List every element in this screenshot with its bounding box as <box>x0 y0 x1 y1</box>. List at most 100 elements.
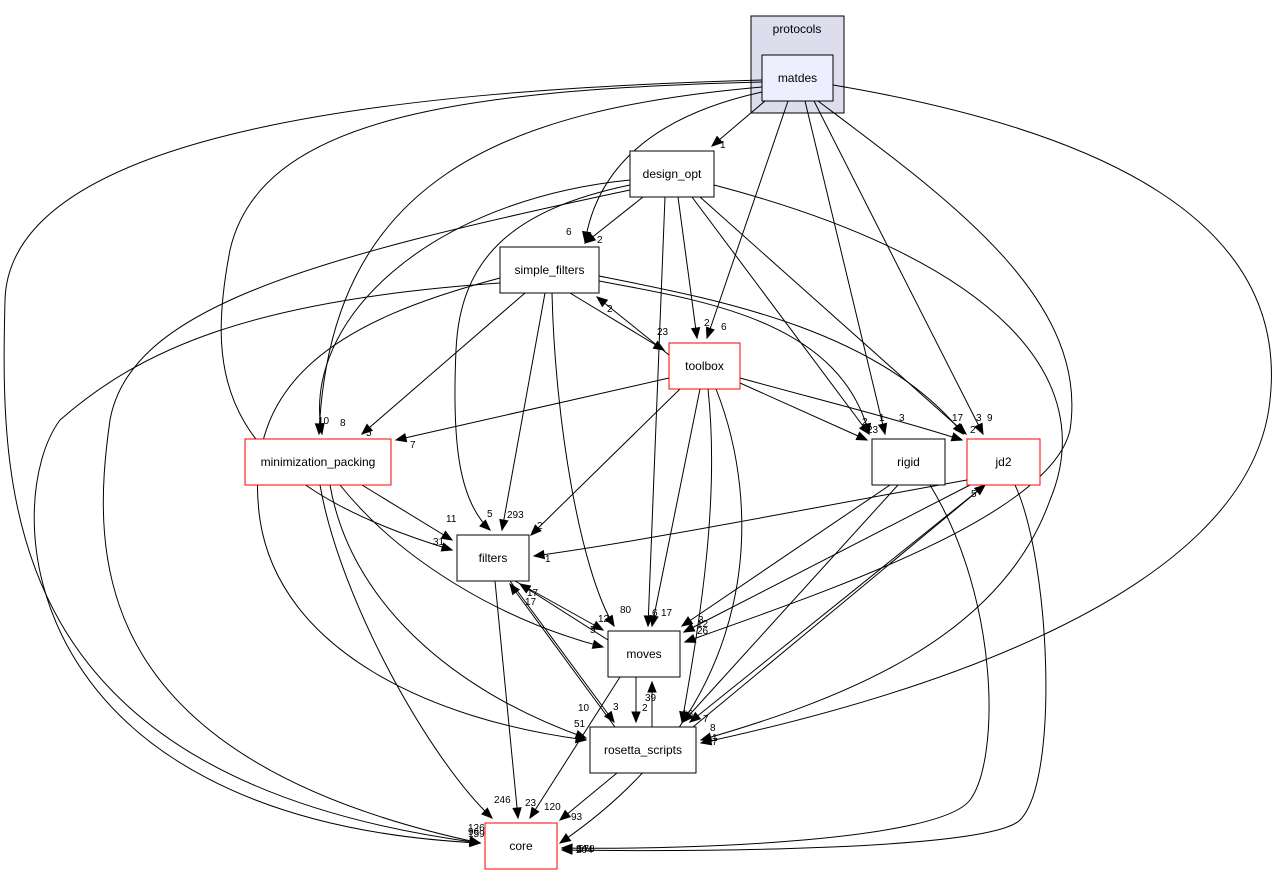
edge-label[interactable]: 23 <box>867 425 879 436</box>
edge-toolbox-to-core[interactable]: 578 <box>558 388 743 855</box>
edge-design_opt-to-filters[interactable]: 5 <box>454 184 631 531</box>
edge-label[interactable]: 2 <box>704 318 710 329</box>
edge-jd2-to-filters[interactable]: 1 <box>532 479 968 565</box>
edge-label[interactable]: 3 <box>899 413 905 424</box>
edge-label[interactable]: 2 <box>862 417 868 428</box>
edge-design_opt-to-jd2[interactable]: 3 <box>699 196 982 435</box>
edge-design_opt-to-rosetta_scripts[interactable]: 7 <box>699 184 1063 748</box>
edge-label[interactable]: 293 <box>507 510 524 521</box>
edge-simple_filters-to-minimization_packing[interactable]: 5 <box>360 292 526 439</box>
node-jd2[interactable]: jd2 <box>966 438 1041 486</box>
edge-filters-to-moves[interactable]: 12 <box>514 580 610 631</box>
edge-toolbox-to-rosetta_scripts[interactable]: 16 <box>679 388 713 724</box>
edge-label[interactable]: 39 <box>645 693 657 704</box>
edge-simple_filters-to-toolbox[interactable]: 23 <box>569 292 669 351</box>
edge-label[interactable]: 31 <box>433 537 445 548</box>
edge-label[interactable]: 3 <box>698 615 704 626</box>
edge-moves-to-filters[interactable]: 17 <box>518 583 609 641</box>
edge-label[interactable]: 9 <box>987 413 993 424</box>
edge-toolbox-to-jd2[interactable]: 2 <box>739 377 976 442</box>
node-filters[interactable]: filters <box>456 534 530 582</box>
edge-toolbox-to-moves[interactable]: 17 <box>649 388 701 628</box>
edge-label[interactable]: 578 <box>578 844 595 855</box>
edge-label[interactable]: 1268 <box>468 823 491 834</box>
edge-toolbox-to-rigid[interactable]: 23 <box>739 382 879 441</box>
edge-rosetta_scripts-to-filters[interactable]: 17 <box>509 582 616 728</box>
edge-label[interactable]: 17 <box>525 597 537 608</box>
edge-filters-to-core[interactable]: 23 <box>494 580 537 820</box>
edge-label[interactable]: 120 <box>544 802 561 813</box>
edge-label[interactable]: 96 <box>468 827 480 838</box>
edge-label[interactable]: 23 <box>525 798 537 809</box>
edge-label[interactable]: 93 <box>571 812 583 823</box>
edge-label[interactable]: 5 <box>366 428 372 439</box>
edge-label[interactable]: 2 <box>607 304 613 315</box>
edge-toolbox-to-filters[interactable]: 2 <box>530 388 681 536</box>
edge-label[interactable]: 2 <box>597 235 603 246</box>
edge-toolbox-to-minimization_packing[interactable]: 7 <box>394 377 670 451</box>
edge-label[interactable]: 12 <box>598 614 610 625</box>
edge-label[interactable]: 10 <box>578 703 590 714</box>
node-matdes[interactable]: matdes <box>761 54 834 102</box>
edge-matdes-to-simple_filters[interactable]: 6 <box>566 91 763 244</box>
edge-label[interactable]: 26 <box>697 626 709 637</box>
edge-label[interactable]: 6 <box>721 322 727 333</box>
edge-simple_filters-to-rigid[interactable]: 1 <box>598 280 885 436</box>
node-design-opt[interactable]: design_opt <box>629 150 715 198</box>
edge-label[interactable]: 2 <box>970 425 976 436</box>
edge-label[interactable]: 17 <box>527 588 539 599</box>
edge-jd2-to-core[interactable]: 84 <box>560 484 1047 855</box>
edge-jd2-to-rosetta_scripts[interactable]: 8 <box>688 484 986 734</box>
edge-simple_filters-to-rosetta_scripts[interactable]: 51 <box>256 277 588 744</box>
edge-design_opt-to-minimization_packing[interactable]: 8 <box>315 179 631 436</box>
edge-label[interactable]: 1 <box>545 554 551 565</box>
edge-matdes-to-jd2[interactable]: 9 <box>813 100 993 436</box>
edge-rigid-to-moves[interactable]: 12 <box>680 484 891 630</box>
edge-design_opt-to-moves[interactable]: 6 <box>643 196 666 628</box>
edge-minimization_packing-to-filters[interactable]: 11 <box>361 484 457 541</box>
edge-rosetta_scripts-to-jd2[interactable]: 5 <box>692 484 987 728</box>
edge-label[interactable]: 2 <box>537 521 543 532</box>
edge-label[interactable]: 51 <box>574 719 586 730</box>
edge-label[interactable]: 1590 <box>468 829 491 840</box>
edge-design_opt-to-toolbox[interactable]: 2 <box>677 196 710 340</box>
edge-minimization_packing-to-core[interactable]: 246 <box>319 484 511 819</box>
node-moves[interactable]: moves <box>607 630 681 678</box>
node-rosetta-scripts[interactable]: rosetta_scripts <box>589 726 697 774</box>
edge-label[interactable]: 17 <box>952 413 964 424</box>
edge-label[interactable]: 3 <box>976 413 982 424</box>
node-simple-filters[interactable]: simple_filters <box>499 246 600 294</box>
edge-label[interactable]: 84 <box>576 844 588 855</box>
node-toolbox[interactable]: toolbox <box>668 342 741 390</box>
edge-design_opt-to-simple_filters[interactable]: 2 <box>583 196 644 246</box>
edge-label[interactable]: 1 <box>720 140 726 151</box>
edge-label[interactable]: 11 <box>446 514 457 525</box>
edge-label[interactable]: 5 <box>487 509 493 520</box>
edge-matdes-to-rigid[interactable]: 3 <box>804 100 905 436</box>
edge-simple_filters-to-moves[interactable]: 80 <box>551 292 632 628</box>
edge-jd2-to-moves[interactable]: 3 <box>682 484 971 633</box>
edge-label[interactable]: 5 <box>971 489 977 500</box>
edge-label[interactable]: 17 <box>661 608 673 619</box>
edge-label[interactable]: 2 <box>642 703 648 714</box>
edge-label[interactable]: 7 <box>703 714 709 725</box>
edge-label[interactable]: 8 <box>340 418 346 429</box>
edge-label[interactable]: 3 <box>613 702 619 713</box>
edge-rigid-to-rosetta_scripts[interactable]: 7 <box>682 484 899 725</box>
edge-label[interactable]: 80 <box>620 605 632 616</box>
edge-moves-to-core[interactable]: 120 <box>529 676 621 820</box>
edge-label[interactable]: 10 <box>318 416 330 427</box>
edge-matdes-to-design_opt[interactable]: 1 <box>710 100 766 151</box>
edge-label[interactable]: 8 <box>710 723 716 734</box>
edge-toolbox-to-simple_filters[interactable]: 2 <box>595 296 670 356</box>
edge-rosetta_scripts-to-core[interactable]: 93 <box>558 772 618 823</box>
edge-label[interactable]: 1 <box>879 413 885 424</box>
edge-label[interactable]: 1 <box>712 733 718 744</box>
edge-matdes-to-toolbox[interactable]: 6 <box>705 100 789 340</box>
edge-matdes-to-moves[interactable]: 26 <box>683 100 1073 643</box>
edge-minimization_packing-to-rosetta_scripts[interactable]: 10 <box>329 484 590 739</box>
edge-label[interactable]: 23 <box>657 327 669 338</box>
node-minimization-packing[interactable]: minimization_packing <box>244 438 392 486</box>
edge-simple_filters-to-jd2[interactable]: 17 <box>598 275 964 436</box>
edge-moves-to-rosetta_scripts[interactable]: 2 <box>631 677 648 724</box>
